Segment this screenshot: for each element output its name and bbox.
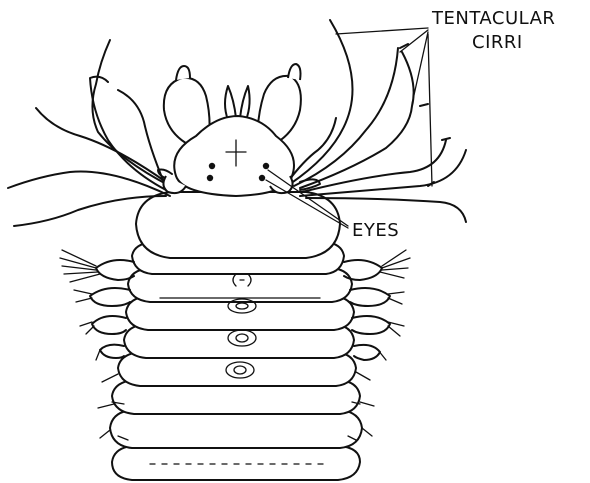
antenna-left bbox=[225, 86, 236, 120]
eye-left-posterior bbox=[207, 175, 213, 181]
peristomium bbox=[136, 192, 340, 258]
parapodium-right-3 bbox=[352, 316, 390, 334]
setae-right-1 bbox=[380, 250, 410, 278]
segment-9 bbox=[112, 446, 360, 480]
label-cirri: CIRRI bbox=[472, 32, 523, 53]
palp-right-tip bbox=[288, 64, 301, 80]
parapodium-left-3 bbox=[92, 316, 126, 334]
head bbox=[163, 64, 300, 196]
eye-right-posterior bbox=[259, 175, 265, 181]
parapodium-left-4 bbox=[100, 345, 124, 358]
setae-right-2 bbox=[388, 292, 404, 304]
cirrus-left-3 bbox=[36, 108, 166, 182]
leader-tentacular-4 bbox=[428, 34, 432, 186]
eye-right-anterior bbox=[263, 163, 269, 169]
cirrus-right-3 bbox=[300, 52, 414, 188]
parapodium-right-4 bbox=[354, 345, 380, 360]
parapodium-right-2 bbox=[350, 288, 390, 306]
parapodium-left-1 bbox=[96, 260, 134, 280]
parapodium-left-2 bbox=[90, 288, 130, 306]
eye-left-anterior bbox=[209, 163, 215, 169]
cirrus-right-2 bbox=[294, 48, 398, 186]
cirrus-right-5 bbox=[300, 150, 466, 196]
cirrus-left-4 bbox=[8, 172, 170, 197]
palp-left-tip bbox=[176, 66, 190, 80]
setae-left-4 bbox=[96, 350, 100, 360]
antenna-right bbox=[240, 86, 250, 120]
setae-left-1 bbox=[60, 250, 100, 282]
label-tentacular: TENTACULAR bbox=[431, 8, 555, 29]
cirrus-right-4 bbox=[302, 140, 446, 192]
leader-tentacular-3 bbox=[412, 32, 428, 104]
label-eyes: EYES bbox=[352, 220, 399, 241]
cirrus-left-1 bbox=[92, 40, 170, 186]
segment-8 bbox=[110, 410, 362, 448]
leader-tentacular-1 bbox=[336, 28, 428, 34]
